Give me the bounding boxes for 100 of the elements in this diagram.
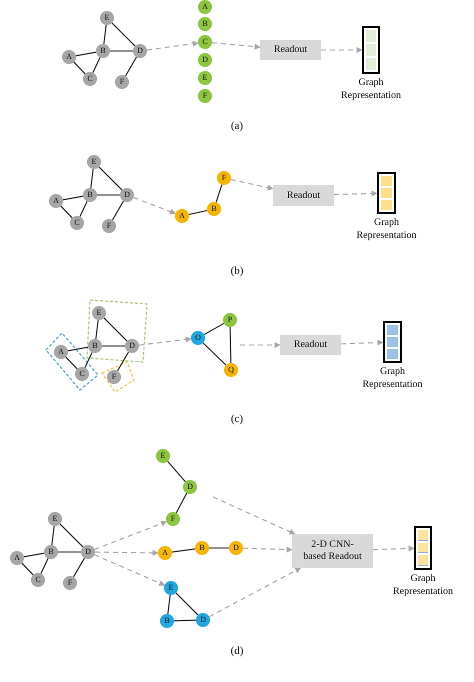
arrow (208, 568, 302, 618)
edge-line (79, 201, 88, 217)
graph-node: A (198, 0, 212, 14)
edge-line (60, 206, 73, 218)
graph-node: D (120, 188, 134, 202)
arrow (212, 496, 296, 534)
arrow (242, 546, 293, 553)
graph-node: C (198, 35, 212, 49)
graph-node: A (10, 551, 24, 565)
graph-node: B (198, 17, 212, 31)
arrow (340, 340, 384, 346)
graph-node: C (70, 216, 84, 230)
graph-node: F (198, 89, 212, 103)
graph-node: A (62, 50, 76, 64)
edge-line (84, 352, 93, 368)
graph-node: P (223, 313, 237, 327)
readout-box: 2-D CNN- based Readout (292, 534, 373, 568)
graph-node: A (175, 209, 189, 223)
edge-line (62, 196, 84, 200)
edge-line (97, 194, 120, 196)
graph-node: D (125, 339, 139, 353)
edge-line (95, 320, 99, 340)
edge-line (65, 356, 78, 370)
edge-line (51, 526, 55, 546)
graph-node: E (198, 71, 212, 85)
edge-line (125, 56, 137, 76)
graph-node: D (198, 53, 212, 67)
edge-line (98, 166, 122, 190)
edge-line (176, 592, 198, 616)
graph-node: E (156, 449, 170, 463)
edge-line (90, 168, 94, 188)
arrow (146, 40, 199, 51)
graph-node: E (48, 512, 62, 526)
edge-line (174, 620, 196, 622)
node-label: Graph Representation (340, 77, 402, 102)
edge-line (167, 594, 171, 614)
graph-node: D (229, 541, 243, 555)
edge-line (73, 558, 85, 578)
graph-node: F (63, 576, 77, 590)
edge-line (167, 460, 186, 482)
arrow (321, 47, 363, 53)
edge-line (40, 558, 49, 574)
graph-node: Q (224, 363, 238, 377)
graph-node: B (160, 614, 174, 628)
graph-node: F (102, 219, 116, 233)
edge-line (58, 551, 81, 553)
graph-node: B (96, 44, 110, 58)
edge-line (104, 318, 128, 342)
arrow (94, 520, 168, 550)
graph-node: D (133, 44, 147, 58)
arrow (334, 190, 378, 196)
graph-node: B (44, 545, 58, 559)
arrow (138, 336, 192, 346)
graph-node: F (217, 171, 231, 185)
graph-node: O (191, 331, 205, 345)
edge-line (103, 24, 107, 44)
arrow (133, 196, 176, 214)
graph-node: C (83, 72, 97, 86)
edge-line (176, 492, 188, 514)
node-label: Graph Representation (362, 366, 424, 391)
edge-line (73, 62, 86, 74)
arrow (372, 545, 415, 552)
readout-box: Readout (273, 185, 334, 206)
graph-node: E (164, 581, 178, 595)
panel-label: (d) (230, 645, 244, 657)
graph-node: F (107, 370, 121, 384)
graph-node: D (81, 545, 95, 559)
edge-line (112, 22, 136, 46)
readout-box: Readout (260, 40, 321, 60)
graph-node: D (183, 480, 197, 494)
graph-node: C (75, 367, 89, 381)
panel-label: (b) (230, 265, 244, 277)
edge-line (112, 200, 124, 220)
arrow (240, 342, 281, 348)
arrow (95, 550, 159, 556)
arrow (94, 554, 166, 586)
edge-line (204, 322, 224, 336)
arrow (212, 42, 261, 50)
edge-line (102, 345, 125, 347)
edge-line (92, 57, 101, 73)
edge-line (117, 352, 129, 372)
graph-node: B (195, 541, 209, 555)
readout-box: Readout (280, 335, 341, 355)
graph-node: F (166, 512, 180, 526)
graph-node: F (115, 75, 129, 89)
edge-line (209, 547, 229, 549)
node-label: Graph Representation (356, 217, 418, 242)
graph-node: B (88, 339, 102, 353)
graph-node: C (31, 573, 45, 587)
graph-node: E (100, 11, 114, 25)
edge-line (24, 552, 44, 558)
edge-line (68, 346, 88, 352)
graph-node: D (196, 613, 210, 627)
edge-line (216, 184, 222, 202)
panel-label: (c) (230, 413, 244, 425)
edge-line (230, 326, 232, 364)
edge-line (172, 548, 196, 553)
graph-node: E (92, 306, 106, 320)
graph-node: A (49, 194, 63, 208)
edge-line (21, 562, 34, 576)
